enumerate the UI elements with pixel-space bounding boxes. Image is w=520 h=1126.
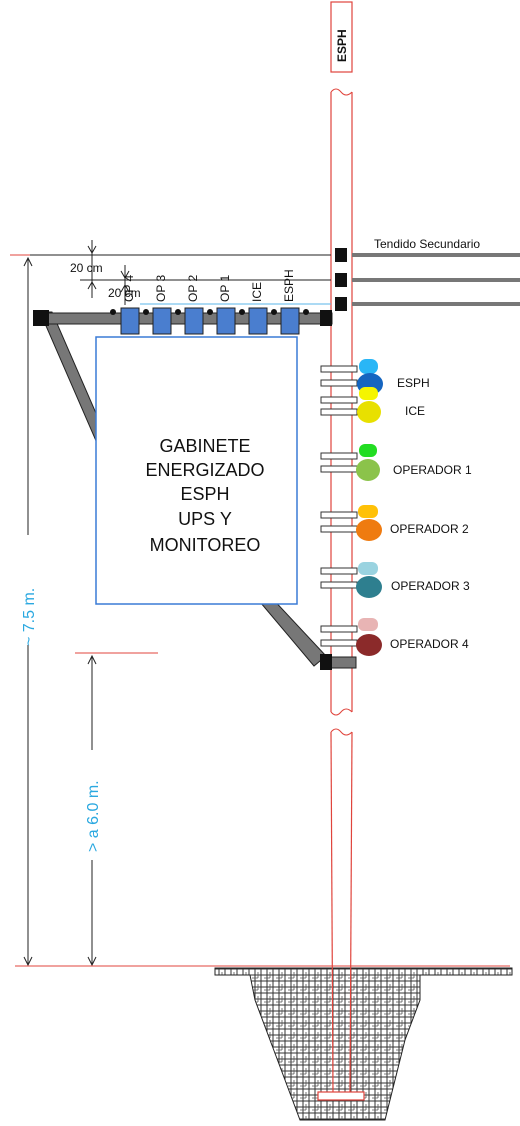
upper-spacing-label: 20 cm [70, 261, 103, 275]
attachment-operador-3: OPERADOR 3 [320, 562, 470, 598]
attachment-ice-top [359, 387, 378, 400]
rack-label-op1: OP 1 [218, 275, 232, 302]
attachment-ice: ICE [320, 387, 425, 423]
attachment-operador-2: OPERADOR 2 [320, 505, 469, 541]
attachment-label-esph: ESPH [397, 376, 430, 390]
attachment-label-operador-4: OPERADOR 4 [390, 637, 469, 651]
rack-module-op3: OP 3 [143, 275, 172, 335]
cabinet-line-4: UPS Y [178, 509, 232, 529]
rack-label-ice: ICE [250, 282, 264, 302]
lower-spacing-label: 20 cm [108, 286, 141, 300]
cabinet-line-2: ENERGIZADO [145, 460, 264, 480]
support-structure [33, 310, 357, 670]
pole-top-label: ESPH [335, 29, 349, 62]
secondary-lines: Tendido Secundario [30, 237, 520, 311]
pole: ESPH [317, 1, 365, 1101]
attachment-operador-3-top [358, 562, 378, 575]
min-height-label: > a 6.0 m. [85, 780, 102, 852]
attachment-operador-2-bottom [356, 519, 382, 541]
attachment-operador-1-bottom [356, 459, 380, 481]
attachment-label-operador-3: OPERADOR 3 [391, 579, 470, 593]
attachment-label-ice: ICE [405, 404, 425, 418]
attachment-operador-3-bottom [356, 576, 382, 598]
rack-modules: OP 4 OP 3 OP 2 OP 1 ICE ESPH [110, 269, 309, 335]
attachment-label-operador-1: OPERADOR 1 [393, 463, 472, 477]
excavation-fill [214, 967, 513, 1121]
cabinet: GABINETE ENERGIZADO ESPH UPS Y MONITOREO [95, 336, 298, 605]
secondary-lines-label: Tendido Secundario [374, 237, 480, 251]
rack-label-op4: OP 4 [122, 275, 136, 302]
rack-label-esph: ESPH [282, 269, 296, 302]
attachment-ice-bottom [357, 401, 381, 423]
attachment-operador-2-top [358, 505, 378, 518]
cabinet-line-3: ESPH [180, 484, 229, 504]
attachment-operador-4-bottom [356, 634, 382, 656]
attachment-esph-top [359, 359, 378, 374]
cabinet-line-5: MONITOREO [150, 535, 261, 555]
cabinet-line-1: GABINETE [159, 436, 250, 456]
pole-attachments: ESPH ICE OPERADOR 1 OPERADOR 2 [320, 359, 472, 656]
attachment-operador-1-top [359, 444, 377, 457]
attachment-operador-4: OPERADOR 4 [320, 618, 469, 656]
attachment-operador-4-top [358, 618, 378, 631]
rack-module-esph: ESPH [271, 269, 309, 335]
attachment-label-operador-2: OPERADOR 2 [390, 522, 469, 536]
rack-module-ice: ICE [239, 282, 268, 335]
height-dimensions: ~ 7.5 m. > a 6.0 m. [10, 254, 510, 967]
rack-label-op2: OP 2 [186, 275, 200, 302]
rack-label-op3: OP 3 [154, 275, 168, 302]
spacing-dimensions: 20 cm 20 cm [70, 240, 141, 305]
rack-module-op4: OP 4 [110, 275, 140, 335]
rack-module-op1: OP 1 [207, 275, 236, 335]
attachment-operador-1: OPERADOR 1 [320, 444, 472, 481]
rack-module-op2: OP 2 [175, 275, 204, 335]
total-height-label: ~ 7.5 m. [21, 588, 38, 646]
